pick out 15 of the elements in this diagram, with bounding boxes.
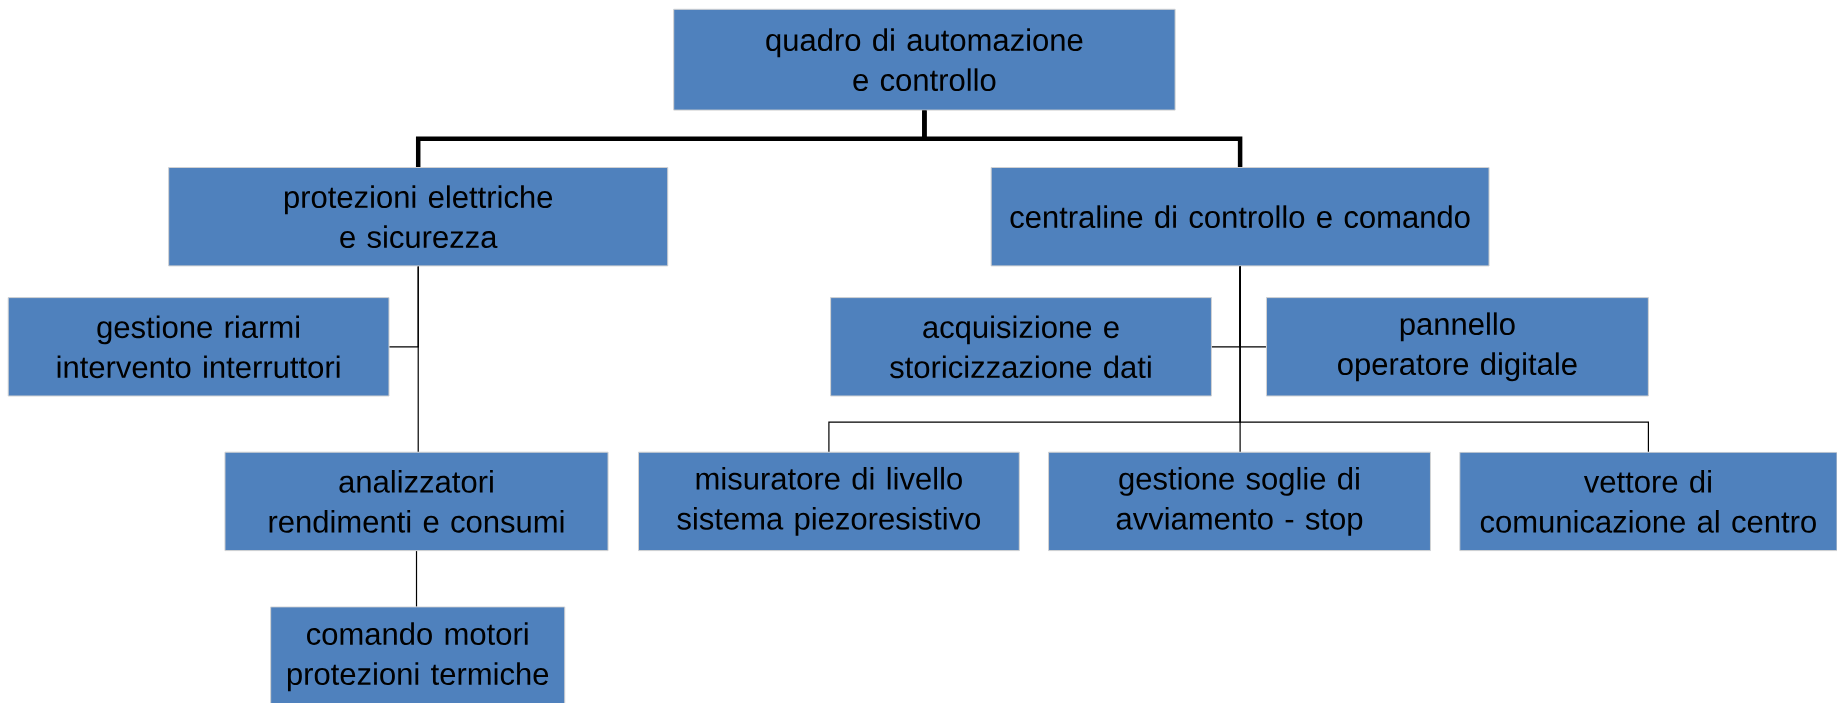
process-box: protezioni elettriche e sicurezza (168, 167, 669, 267)
process-box: analizzatori rendimenti e consumi (224, 451, 609, 552)
process-box: comando motori protezioni termiche (270, 606, 566, 703)
connector-line (415, 550, 418, 607)
connector-line (922, 110, 1243, 167)
process-box: gestione riarmi intervento interruttori (7, 297, 390, 397)
process-box: misuratore di livello sistema piezoresistivo (638, 451, 1020, 552)
connector-line (417, 265, 419, 453)
connector-line (1239, 265, 1649, 453)
process-box: vettore di comunicazione al centro (1459, 451, 1837, 552)
process-box: gestione soglie di avviamento - stop (1048, 451, 1431, 552)
process-box: centraline di controllo e comando (990, 167, 1490, 267)
process-box: acquisizione e storicizzazione dati (830, 297, 1212, 397)
process-box: quadro di automazione e controllo (673, 8, 1176, 111)
process-box: pannello operatore digitale (1265, 297, 1649, 397)
